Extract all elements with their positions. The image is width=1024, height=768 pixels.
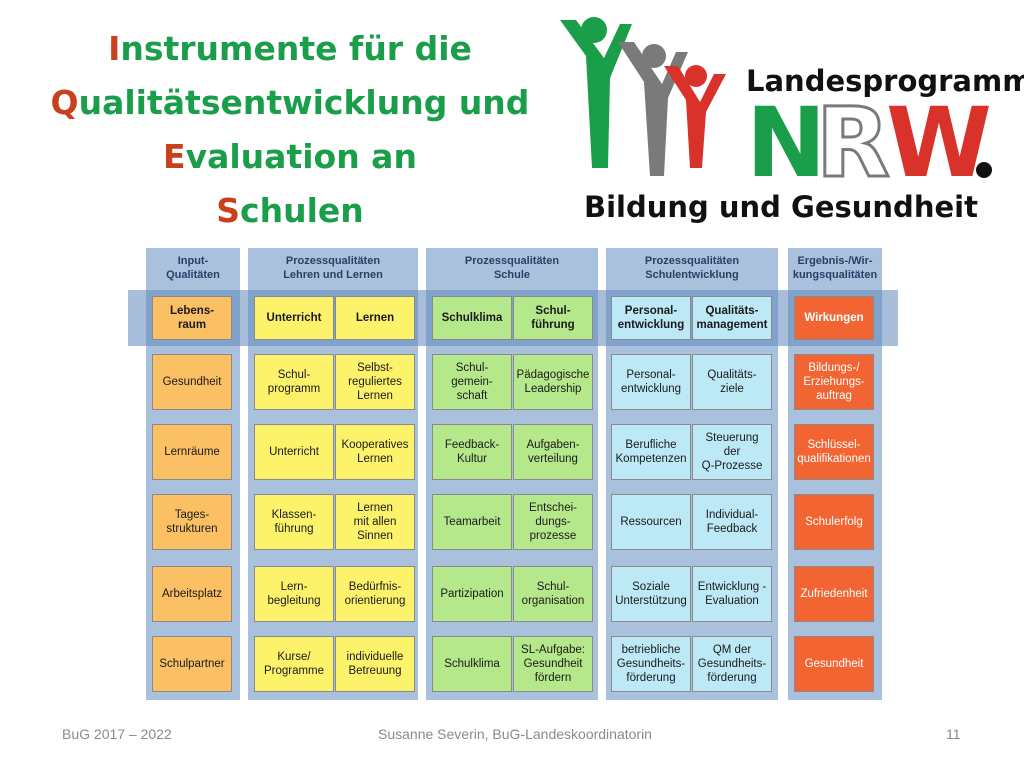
nrw-n: N (746, 100, 826, 184)
nrw-w: W (886, 100, 992, 184)
matrix-cell: Gesundheit (794, 636, 874, 692)
title-rest: valuation an (185, 137, 417, 176)
matrix-cell: Pädagogische Leadership (513, 354, 593, 410)
matrix-cell: Aufgaben- verteilung (513, 424, 593, 480)
matrix-cell: individuelle Betreuung (335, 636, 415, 692)
matrix-cell: Entschei- dungs- prozesse (513, 494, 593, 550)
title-line: Evaluation an (20, 130, 560, 184)
matrix-cell: Qualitäts- ziele (692, 354, 772, 410)
logo-bildung-und-gesundheit: Bildung und Gesundheit (584, 190, 978, 224)
matrix-cell: Personal- entwicklung (611, 354, 691, 410)
category-cell: Unterricht (254, 296, 334, 340)
matrix-cell: Soziale Unterstützung (611, 566, 691, 622)
category-cell: Wirkungen (794, 296, 874, 340)
people-figures-icon (560, 17, 726, 176)
matrix-cell: Unterricht (254, 424, 334, 480)
matrix-cell: Arbeitsplatz (152, 566, 232, 622)
matrix-cell: Tages- strukturen (152, 494, 232, 550)
matrix-cell: Feedback- Kultur (432, 424, 512, 480)
matrix-cell: Schulklima (432, 636, 512, 692)
matrix-cell: QM der Gesundheits- förderung (692, 636, 772, 692)
title-rest: chulen (240, 191, 364, 230)
matrix-cell: Lernen mit allen Sinnen (335, 494, 415, 550)
matrix-cell: Schulerfolg (794, 494, 874, 550)
category-cell: Schul- führung (513, 296, 593, 340)
matrix-cell: SL-Aufgabe: Gesundheit fördern (513, 636, 593, 692)
matrix-cell: Ressourcen (611, 494, 691, 550)
title-line: Qualitätsentwicklung und (20, 76, 560, 130)
matrix-cell: Individual- Feedback (692, 494, 772, 550)
matrix-cell: betriebliche Gesundheits- förderung (611, 636, 691, 692)
title-rest: ualitätsentwicklung und (78, 83, 530, 122)
column-heading: Input- Qualitäten (166, 255, 220, 281)
matrix-cell: Schul- organisation (513, 566, 593, 622)
matrix-cell: Entwicklung - Evaluation (692, 566, 772, 622)
nrw-r: R (816, 100, 890, 184)
matrix-cell: Lernräume (152, 424, 232, 480)
footer-date-range: BuG 2017 – 2022 (62, 726, 172, 742)
matrix-cell: Steuerung der Q-Prozesse (692, 424, 772, 480)
matrix-cell: Schulpartner (152, 636, 232, 692)
matrix-cell: Klassen- führung (254, 494, 334, 550)
matrix-cell: Gesundheit (152, 354, 232, 410)
title-initial: E (163, 137, 186, 176)
matrix-cell: Selbst- reguliertes Lernen (335, 354, 415, 410)
nrw-logo: Landesprogramm N R W Bildung und Gesundh… (556, 8, 1024, 238)
title-initial: S (216, 191, 241, 230)
matrix-cell: Kurse/ Programme (254, 636, 334, 692)
matrix-cell: Berufliche Kompetenzen (611, 424, 691, 480)
matrix-cell: Bildungs-/ Erziehungs- auftrag (794, 354, 874, 410)
matrix-cell: Schlüssel- qualifikationen (794, 424, 874, 480)
slide-number: 11 (946, 726, 961, 742)
footer-author: Susanne Severin, BuG-Landeskoordinatorin (378, 726, 652, 742)
matrix-cell: Teamarbeit (432, 494, 512, 550)
matrix-cell: Lern- begleitung (254, 566, 334, 622)
quality-matrix: Input- Qualitäten Prozessqualitäten Lehre… (128, 248, 898, 708)
column-heading: Prozessqualitäten Lehren und Lernen (283, 255, 383, 281)
category-cell: Lernen (335, 296, 415, 340)
title-rest: nstrumente für die (120, 29, 472, 68)
nrw-wordmark: N R W (746, 100, 992, 184)
category-cell: Schulklima (432, 296, 512, 340)
column-heading: Prozessqualitäten Schule (464, 255, 560, 281)
title-initial: I (108, 29, 121, 68)
logo-landesprogramm: Landesprogramm (746, 64, 1024, 98)
matrix-cell: Partizipation (432, 566, 512, 622)
title-line: Schulen (20, 184, 560, 238)
title-initial: Q (50, 83, 79, 122)
category-cell: Qualitäts- management (692, 296, 772, 340)
column-heading: Prozessqualitäten Schulentwicklung (644, 255, 740, 281)
matrix-cell: Bedürfnis- orientierung (335, 566, 415, 622)
matrix-cell: Kooperatives Lernen (335, 424, 415, 480)
matrix-cell: Schul- programm (254, 354, 334, 410)
title-line: Instrumente für die (20, 22, 560, 76)
matrix-cell: Schul- gemein- schaft (432, 354, 512, 410)
category-cell: Personal- entwicklung (611, 296, 691, 340)
column-heading: Ergebnis-/Wir- kungsqualitäten (792, 255, 878, 281)
matrix-cell: Zufriedenheit (794, 566, 874, 622)
category-cell: Lebens- raum (152, 296, 232, 340)
